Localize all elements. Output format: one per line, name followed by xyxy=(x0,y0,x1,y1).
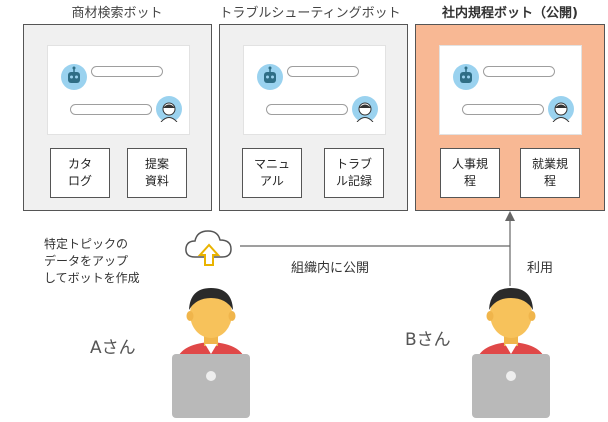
user-avatar-icon xyxy=(548,96,574,123)
cloud-upload-icon xyxy=(183,227,235,273)
doc-manual: マニュ アル xyxy=(242,148,302,198)
bot-title-troubleshooting: トラブルシューティングボット xyxy=(219,6,401,21)
doc-catalog: カタ ログ xyxy=(50,148,110,198)
bot-panel-product-search: カタ ログ 提案 資料 xyxy=(23,24,212,211)
person-b-laptop-figure xyxy=(468,284,554,422)
user-avatar-icon xyxy=(352,96,378,123)
user-message-bubble xyxy=(462,104,544,115)
doc-work-rules: 就業規 程 xyxy=(520,148,580,198)
person-b-name: Bさん xyxy=(405,330,451,350)
bot-avatar-icon xyxy=(453,64,479,90)
bot-panel-internal-rules: 人事規 程 就業規 程 xyxy=(415,24,605,211)
user-message-bubble xyxy=(70,104,152,115)
bot-title-product-search: 商材検索ボット xyxy=(71,6,163,21)
use-label: 利用 xyxy=(527,261,554,276)
bot-message-bubble xyxy=(91,66,163,77)
person-a-name: Aさん xyxy=(90,338,136,358)
doc-hr-rules: 人事規 程 xyxy=(440,148,500,198)
person-a-laptop-figure xyxy=(168,284,254,422)
doc-proposal: 提案 資料 xyxy=(127,148,187,198)
publish-label: 組織内に公開 xyxy=(291,261,370,276)
doc-trouble-log: トラブ ル記録 xyxy=(324,148,384,198)
up-arrow-icon xyxy=(505,211,515,221)
bot-message-bubble xyxy=(287,66,359,77)
bot-avatar-icon xyxy=(61,64,87,90)
bot-message-bubble xyxy=(483,66,555,77)
chat-window xyxy=(439,45,582,135)
bot-title-internal-rules: 社内規程ボット（公開) xyxy=(442,6,578,21)
bot-panel-troubleshooting: マニュ アル トラブ ル記録 xyxy=(219,24,408,211)
user-message-bubble xyxy=(266,104,348,115)
upload-note: 特定トピックの データをアップ してボットを作成 xyxy=(44,237,140,285)
chat-window xyxy=(243,45,386,135)
bot-avatar-icon xyxy=(257,64,283,90)
chat-window xyxy=(47,45,190,135)
user-avatar-icon xyxy=(156,96,182,123)
